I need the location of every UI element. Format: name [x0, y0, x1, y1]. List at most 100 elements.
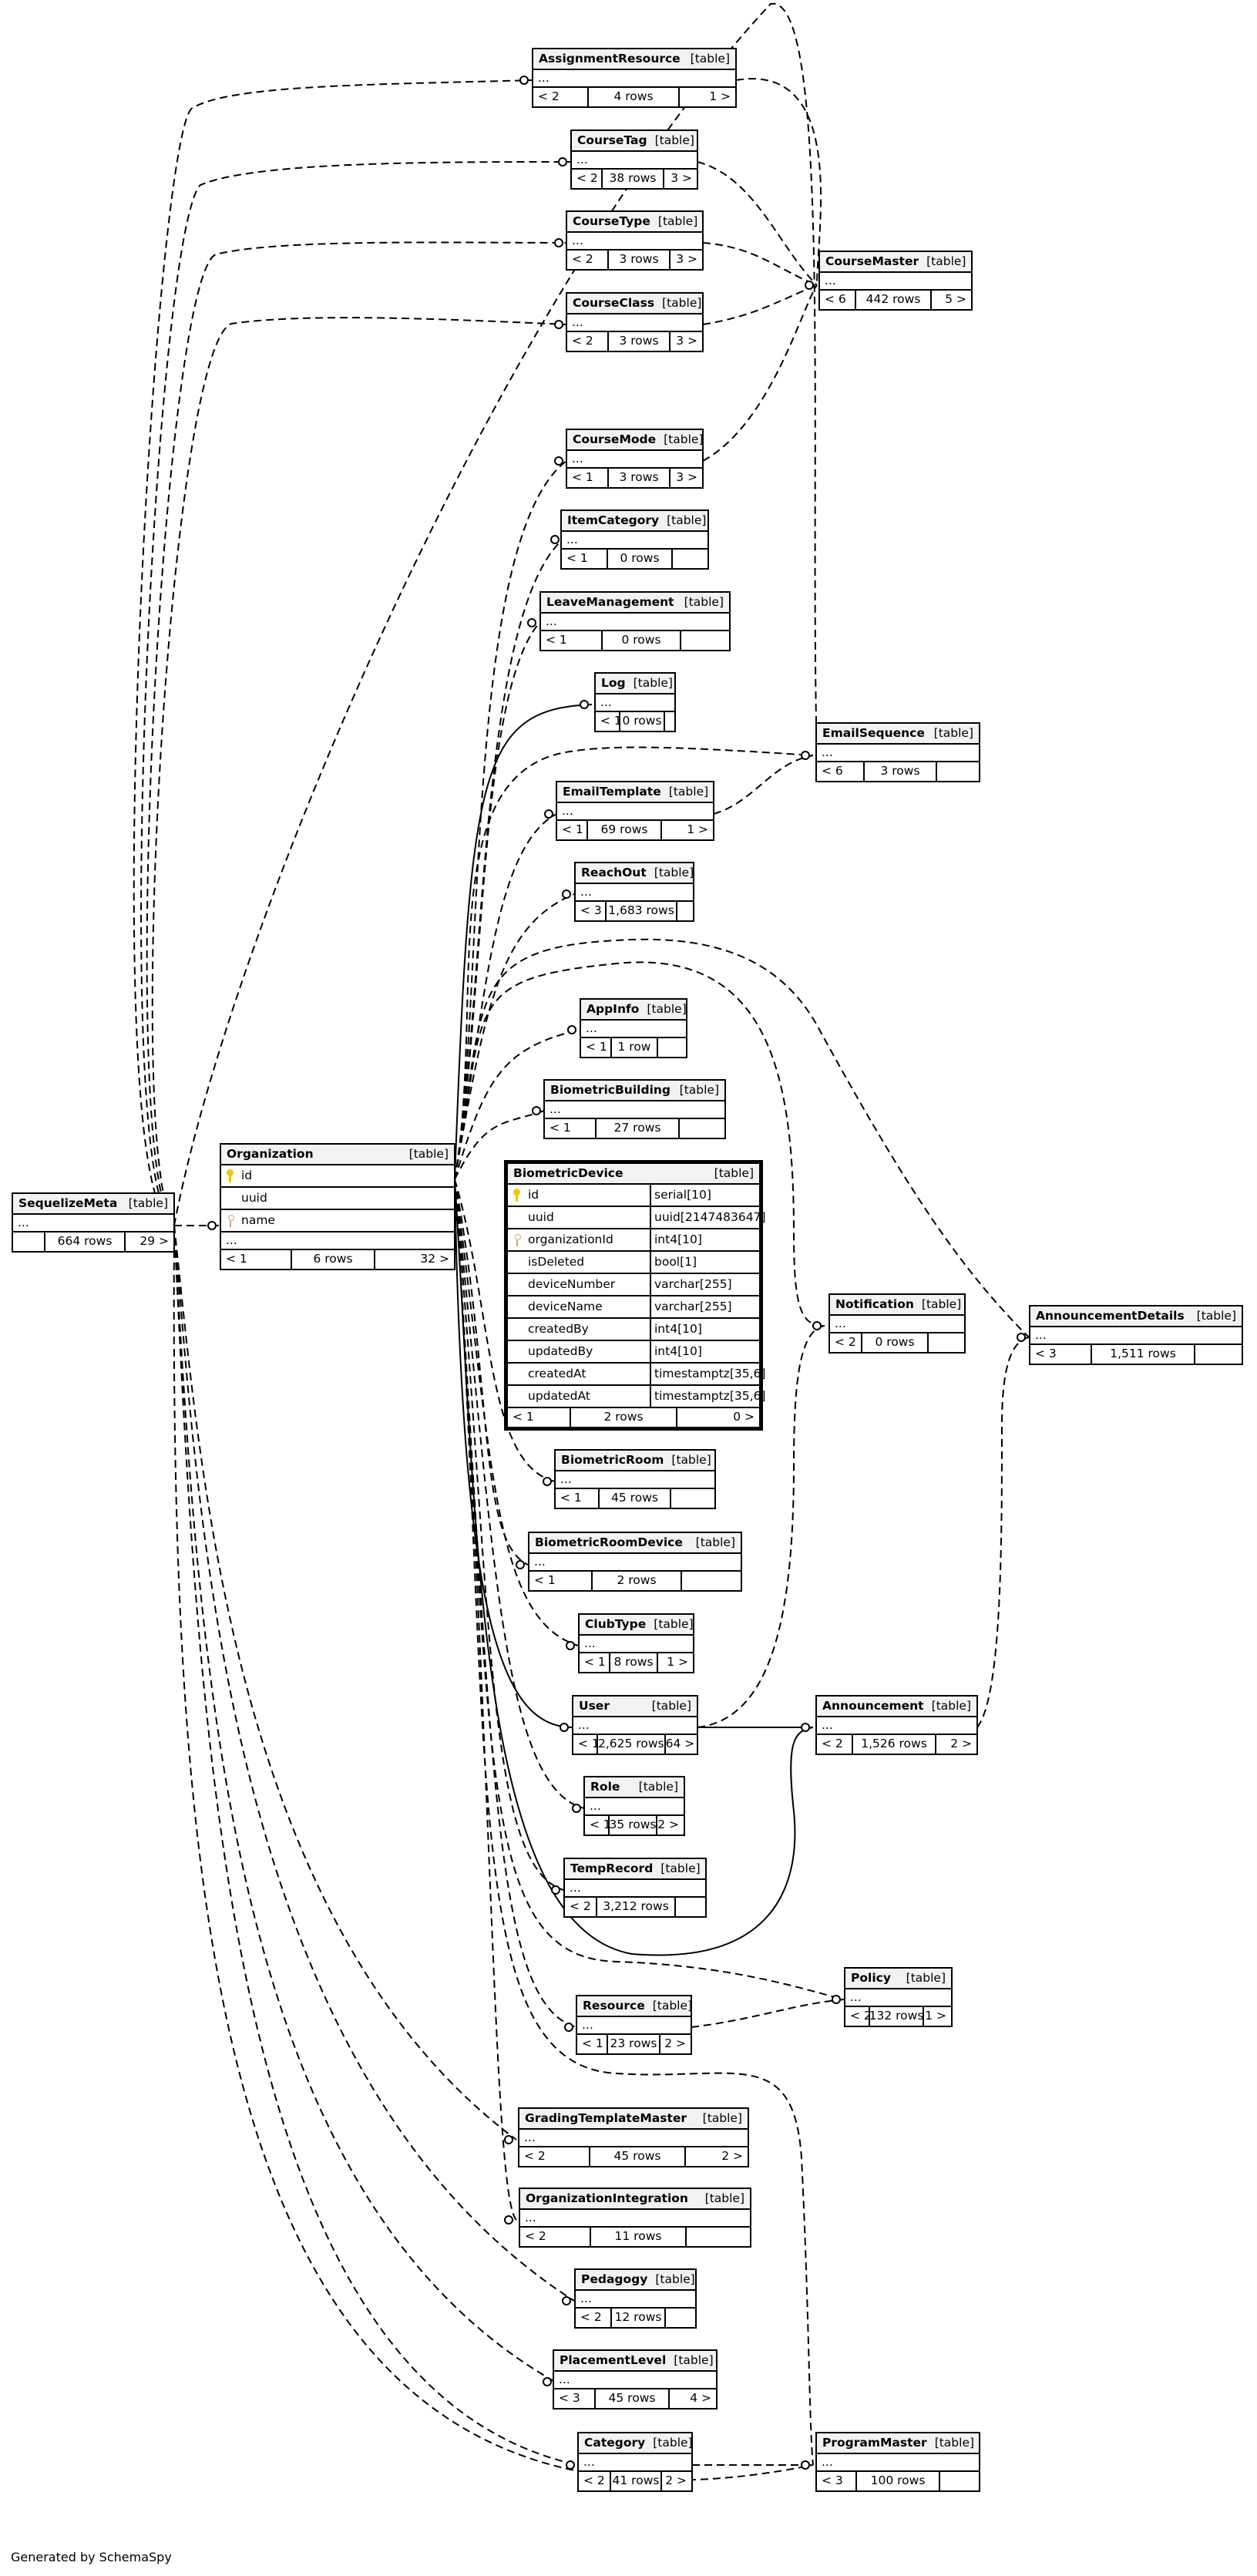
footer-children[interactable]: [682, 1572, 741, 1590]
footer-children[interactable]: [676, 1898, 705, 1916]
footer-children[interactable]: [665, 712, 674, 731]
table-name[interactable]: ProgramMaster: [822, 2435, 927, 2450]
footer-parents[interactable]: < 2: [572, 252, 593, 267]
footer-children[interactable]: 29 >: [139, 1234, 169, 1249]
table-name[interactable]: ItemCategory: [567, 513, 660, 527]
table-name[interactable]: EmailTemplate: [563, 784, 661, 799]
footer-parents[interactable]: < 2: [525, 2229, 546, 2244]
table-name[interactable]: CourseTag: [577, 133, 647, 147]
table-name[interactable]: CourseMaster: [825, 254, 919, 268]
footer-parents[interactable]: < 2: [850, 2009, 872, 2023]
footer-parents[interactable]: < 1: [586, 1040, 607, 1054]
footer-parents[interactable]: < 1: [590, 1818, 611, 1832]
footer-children[interactable]: 3 >: [676, 470, 697, 485]
table-name[interactable]: AssignmentResource: [539, 51, 681, 66]
table-name[interactable]: ClubType: [585, 1616, 647, 1631]
table-name[interactable]: OrganizationIntegration: [526, 2191, 688, 2205]
footer-parents[interactable]: < 6: [822, 764, 843, 779]
footer-parents[interactable]: < 1: [562, 822, 583, 837]
footer-parents[interactable]: < 2: [572, 334, 593, 348]
footer-parents[interactable]: < 2: [580, 2310, 602, 2325]
footer-parents[interactable]: < 2: [835, 1335, 856, 1350]
footer-children[interactable]: [1195, 1345, 1242, 1364]
footer-parents[interactable]: < 1: [513, 1410, 534, 1424]
footer-children[interactable]: [671, 1489, 714, 1508]
table-name[interactable]: Organization: [227, 1146, 314, 1161]
footer-children[interactable]: [673, 550, 707, 568]
footer-parents[interactable]: < 2: [538, 89, 560, 104]
table-name[interactable]: Announcement: [822, 1698, 924, 1713]
table-name[interactable]: Notification: [835, 1296, 914, 1311]
table-name[interactable]: Policy: [851, 1970, 891, 1985]
footer-children[interactable]: 3 >: [676, 334, 697, 348]
footer-parents[interactable]: < 1: [578, 1737, 600, 1751]
footer-children[interactable]: [680, 1119, 724, 1138]
footer-children[interactable]: 0 >: [733, 1410, 755, 1424]
footer-children[interactable]: 1 >: [709, 89, 731, 104]
footer-children[interactable]: 2 >: [657, 1818, 679, 1832]
table-name[interactable]: BiometricRoomDevice: [535, 1535, 683, 1549]
footer-children[interactable]: 4 >: [690, 2391, 711, 2406]
footer-children[interactable]: [666, 2309, 695, 2327]
footer-parents[interactable]: < 1: [550, 1121, 571, 1135]
table-name[interactable]: BiometricRoom: [561, 1452, 664, 1467]
footer-parents[interactable]: < 2: [524, 2149, 546, 2164]
table-name[interactable]: CourseClass: [573, 295, 655, 310]
footer-children[interactable]: 3 >: [671, 171, 692, 186]
footer-parents[interactable]: < 1: [226, 1252, 247, 1266]
table-name[interactable]: BiometricDevice: [513, 1165, 623, 1180]
footer-children[interactable]: [658, 1038, 686, 1057]
footer-children[interactable]: 2 >: [950, 1737, 972, 1751]
footer-parents[interactable]: < 1: [534, 1573, 556, 1588]
table-name[interactable]: Resource: [583, 1998, 645, 2013]
table-name[interactable]: Pedagogy: [581, 2272, 648, 2286]
footer-parents[interactable]: < 3: [822, 2473, 843, 2488]
table-name[interactable]: BiometricBuilding: [550, 1082, 671, 1097]
footer-parents[interactable]: < 1: [582, 2036, 603, 2051]
footer-parents[interactable]: < 1: [546, 633, 567, 647]
footer-children[interactable]: 2 >: [664, 2036, 686, 2051]
footer-children[interactable]: 1 >: [667, 1655, 688, 1670]
table-name[interactable]: CourseType: [573, 214, 650, 228]
table-name[interactable]: PlacementLevel: [560, 2352, 667, 2367]
table-name[interactable]: EmailSequence: [822, 725, 925, 740]
footer-parents[interactable]: < 1: [584, 1655, 606, 1670]
footer-parents[interactable]: < 1: [560, 1491, 582, 1505]
footer-parents[interactable]: < 3: [1035, 1347, 1057, 1361]
table-name[interactable]: LeaveManagement: [546, 594, 674, 609]
footer-children[interactable]: 32 >: [420, 1252, 449, 1266]
footer-parents[interactable]: < 6: [825, 292, 846, 307]
footer-parents[interactable]: < 1: [566, 551, 588, 566]
footer-parents[interactable]: < 2: [576, 171, 598, 186]
footer-children[interactable]: [937, 762, 979, 781]
footer-children[interactable]: 2 >: [721, 2149, 743, 2164]
footer-children[interactable]: [940, 2472, 979, 2490]
table-name[interactable]: AnnouncementDetails: [1036, 1308, 1185, 1323]
footer-children[interactable]: 5 >: [945, 292, 966, 307]
footer-parents[interactable]: < 1: [572, 470, 593, 485]
